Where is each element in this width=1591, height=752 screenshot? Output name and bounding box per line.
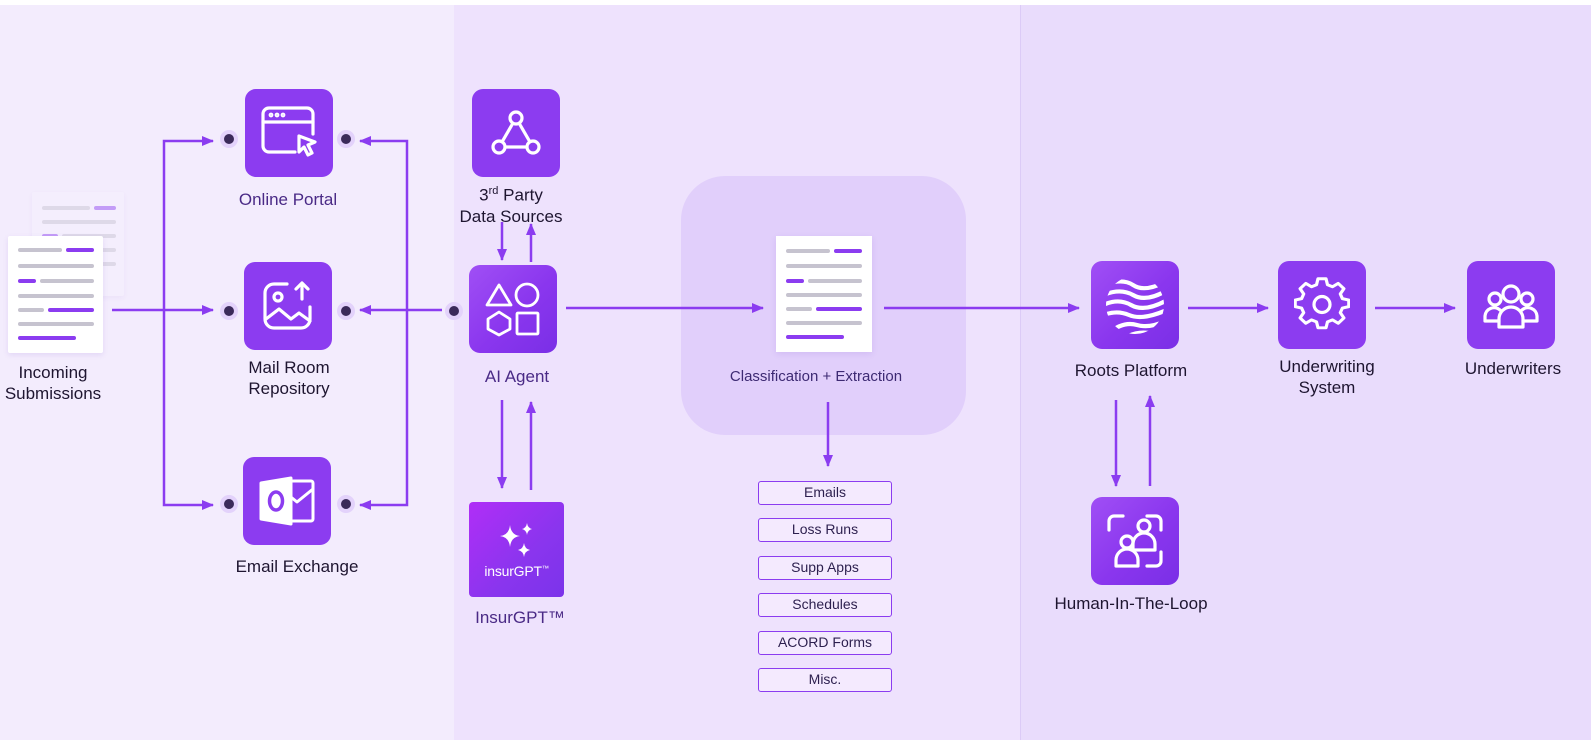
connector-dot — [220, 130, 238, 148]
connector-dot — [220, 302, 238, 320]
doc-type-chip: Misc. — [758, 668, 892, 692]
doc-type-chip: ACORD Forms — [758, 631, 892, 655]
connector-dot — [337, 130, 355, 148]
ai-agent-node[interactable] — [469, 265, 557, 353]
mail-room-label: Mail Room Repository — [248, 357, 329, 399]
mail-room-label-line1: Mail Room — [248, 358, 330, 377]
insurgpt-label: InsurGPT™ — [475, 608, 565, 627]
incoming-label-line2: Submissions — [4, 384, 102, 403]
arrow-agent-email — [359, 310, 409, 510]
arrow-incoming-portal — [162, 136, 214, 310]
underwriters-label: Underwriters — [1464, 359, 1562, 378]
underwriting-system-label-line1: Underwriting — [1279, 357, 1375, 376]
connector-dot — [220, 495, 238, 513]
doc-type-chip: Loss Runs — [758, 518, 892, 542]
roots-platform-node[interactable] — [1091, 261, 1179, 349]
email-exchange-label: Email Exchange — [235, 557, 359, 576]
browser-cursor-icon — [261, 106, 317, 157]
incoming-label: Incoming Submissions — [5, 362, 101, 404]
doc-type-chip: Schedules — [758, 593, 892, 617]
roots-platform-label: Roots Platform — [1074, 361, 1188, 380]
third-party-label-line2: Data Sources — [459, 206, 563, 226]
roots-logo-icon — [1106, 278, 1164, 334]
email-exchange-node[interactable] — [243, 457, 331, 545]
underwriting-system-label-line2: System — [1298, 378, 1356, 397]
arrow-agent-portal — [359, 136, 409, 310]
doc-type-chip: Emails — [758, 481, 892, 505]
sparkles-icon — [499, 522, 532, 557]
image-upload-icon — [263, 281, 312, 330]
doc-type-chip: Supp Apps — [758, 556, 892, 580]
human-in-the-loop-label: Human-In-The-Loop — [1054, 594, 1208, 613]
underwriting-system-label: Underwriting System — [1279, 356, 1374, 398]
person-focus-icon — [1107, 514, 1163, 568]
section-intake — [0, 5, 454, 740]
insurgpt-node[interactable]: insurGPT™ — [469, 502, 564, 597]
third-party-label-line1: 3rd Party — [479, 185, 543, 205]
network-nodes-icon — [491, 110, 541, 155]
shapes-icon — [485, 282, 540, 337]
section-delivery — [1021, 5, 1591, 740]
incoming-label-line1: Incoming — [18, 363, 88, 382]
online-portal-label: Online Portal — [238, 190, 338, 209]
gear-icon — [1294, 277, 1350, 330]
mail-room-node[interactable] — [244, 262, 332, 350]
arrow-incoming-email — [162, 310, 214, 510]
human-in-the-loop-node[interactable] — [1091, 497, 1179, 585]
incoming-doc-icon — [8, 236, 103, 353]
ai-agent-label: AI Agent — [484, 367, 550, 386]
connector-dot — [337, 495, 355, 513]
underwriting-system-node[interactable] — [1278, 261, 1366, 349]
outlook-icon — [259, 476, 315, 526]
online-portal-node[interactable] — [245, 89, 333, 177]
third-party-label: 3rd Party Data Sources — [460, 181, 563, 227]
mail-room-label-line2: Repository — [248, 379, 330, 398]
underwriters-node[interactable] — [1467, 261, 1555, 349]
classification-doc-icon — [776, 236, 872, 352]
connector-dot — [337, 302, 355, 320]
section-divider — [1020, 5, 1021, 740]
third-party-data-node[interactable] — [472, 89, 560, 177]
classification-label: Classification + Extraction — [729, 368, 903, 385]
insurgpt-tile-text: insurGPT™ — [484, 562, 549, 579]
connector-dot — [445, 302, 463, 320]
users-group-icon — [1483, 284, 1539, 329]
